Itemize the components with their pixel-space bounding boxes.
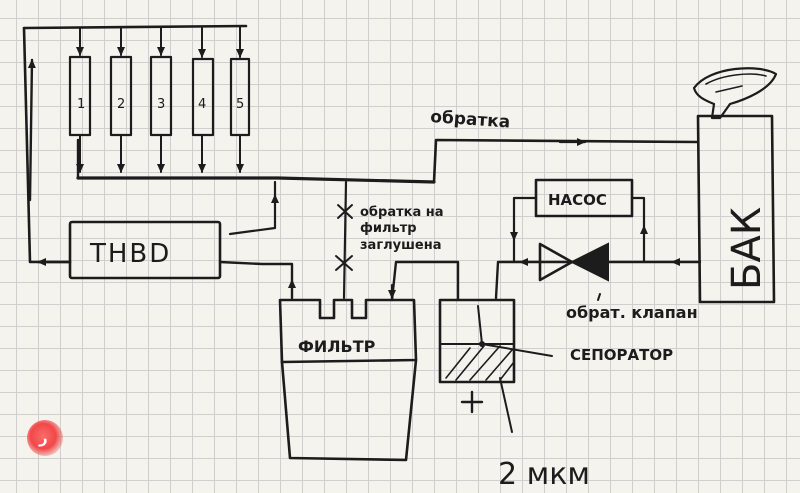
separator: СЕПОРАТОР 2 мкм (438, 298, 673, 492)
injector-group: 1 2 3 4 5 (68, 25, 251, 173)
injector-2 (109, 27, 133, 173)
obratka-filter-label-3: заглушена (360, 238, 442, 253)
pump-loop (494, 196, 702, 300)
fuel-filter: ФИЛЬТР (278, 298, 418, 462)
injector-5 (229, 25, 251, 173)
injector-1 (68, 27, 92, 173)
mkm-label: 2 мкм (498, 457, 590, 492)
tnvd-feed-line (218, 260, 294, 300)
tnvd-pump: THBD (36, 220, 222, 280)
obratka-filter-label-1: обратка на (360, 205, 444, 220)
injector-4-label: 4 (198, 97, 206, 112)
check-valve: обрат. клапан (538, 242, 698, 322)
fuel-tank: БАК (692, 67, 778, 304)
separator-to-filter-line (390, 260, 460, 302)
bak-label: БАК (724, 207, 770, 290)
tnvd-label: THBD (89, 239, 171, 269)
obratka-line: обратка (430, 107, 700, 184)
injector-1-label: 1 (77, 97, 85, 112)
funnel-icon (692, 67, 778, 120)
injector-2-label: 2 (117, 97, 125, 112)
filter-label: ФИЛЬТР (298, 337, 376, 356)
injector-3 (149, 27, 173, 173)
injector-return-rail (76, 138, 436, 184)
nasos-pump: НАСОС (534, 178, 634, 218)
separator-label: СЕПОРАТОР (570, 346, 673, 364)
tnvd-return-line (228, 180, 277, 236)
injector-3-label: 3 (157, 97, 165, 112)
nasos-label: НАСОС (548, 191, 607, 209)
obratka-label: обратка (430, 107, 511, 133)
check-valve-label: обрат. клапан (566, 303, 698, 322)
injector-5-label: 5 (236, 97, 244, 112)
assistant-glyph: ر (39, 429, 48, 447)
capped-return-line: обратка на фильтр заглушена (335, 180, 444, 300)
assistant-button[interactable]: ر (27, 420, 63, 456)
obratka-filter-label-2: фильтр (360, 221, 417, 236)
injector-4 (191, 27, 215, 173)
